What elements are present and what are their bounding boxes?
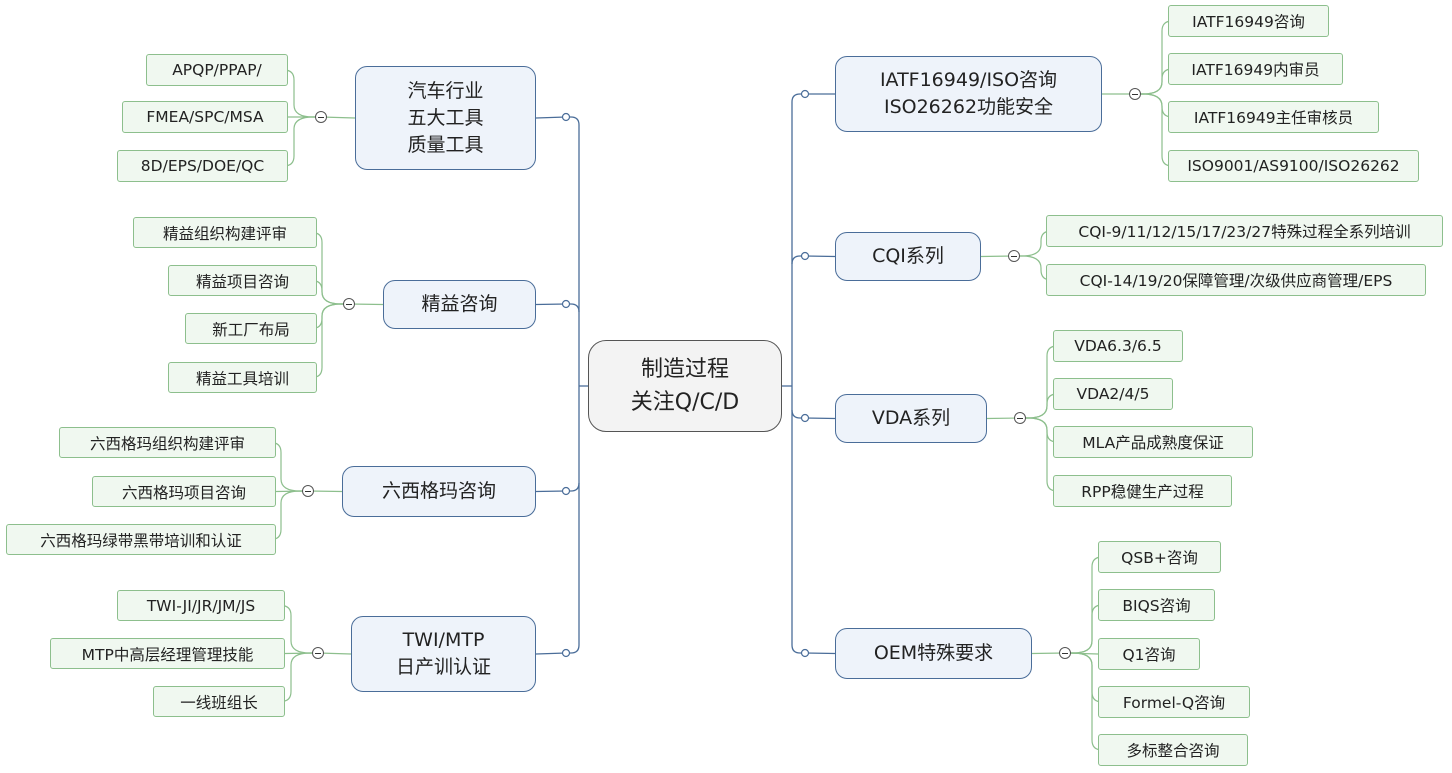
sub-connector	[283, 69, 321, 118]
subtopic-item[interactable]: 精益组织构建评审	[133, 217, 317, 248]
sub-connector	[1020, 417, 1058, 443]
sub-connector	[1020, 393, 1058, 419]
branch-label-line: OEM特殊要求	[873, 642, 994, 664]
collapse-toggle-icon[interactable]	[302, 485, 314, 497]
central-line-2: 关注Q/C/D	[630, 390, 740, 415]
subtopic-item[interactable]: MTP中高层经理管理技能	[50, 638, 285, 669]
branch-label-line: 六西格玛咨询	[381, 480, 496, 502]
branch-connector	[535, 116, 580, 126]
right-branch-2[interactable]: CQI系列	[835, 232, 981, 281]
sub-connector	[270, 490, 308, 541]
branch-connector	[535, 303, 580, 313]
subtopic-item[interactable]: 精益项目咨询	[168, 265, 317, 296]
left-branch-3[interactable]: 六西格玛咨询	[342, 466, 536, 517]
subtopic-item[interactable]: 多标整合咨询	[1098, 734, 1248, 766]
left-branch-4[interactable]: TWI/MTP 日产训认证	[351, 616, 536, 692]
right-branch-4[interactable]: OEM特殊要求	[835, 628, 1032, 679]
branch-label-line: 质量工具	[407, 133, 484, 156]
left-branch-1[interactable]: 汽车行业五大工具质量工具	[355, 66, 536, 170]
sub-connector	[280, 652, 318, 703]
subtopic-item[interactable]: 六西格玛项目咨询	[92, 476, 276, 507]
branch-dot-icon[interactable]	[800, 648, 810, 658]
central-topic[interactable]: 制造过程 关注Q/C/D	[588, 340, 782, 432]
branch-label-line: 汽车行业	[407, 79, 484, 102]
sub-connector	[283, 116, 321, 167]
branch-dot-icon[interactable]	[800, 413, 810, 423]
sub-connector	[1065, 556, 1103, 654]
collapse-toggle-icon[interactable]	[1008, 250, 1020, 262]
collapse-toggle-icon[interactable]	[1014, 412, 1026, 424]
branch-label-line: 日产训认证	[395, 656, 491, 678]
sub-connector	[1135, 20, 1173, 95]
branch-connector	[535, 644, 580, 655]
subtopic-item[interactable]: APQP/PPAP/	[146, 54, 288, 86]
subtopic-item[interactable]: RPP稳健生产过程	[1053, 475, 1232, 507]
central-line-1: 制造过程	[640, 357, 729, 382]
subtopic-item[interactable]: ISO9001/AS9100/ISO26262	[1168, 150, 1419, 182]
subtopic-item[interactable]: VDA6.3/6.5	[1053, 330, 1183, 362]
sub-connector	[1065, 652, 1103, 703]
subtopic-item[interactable]: VDA2/4/5	[1053, 378, 1173, 410]
subtopic-item[interactable]: QSB+咨询	[1098, 541, 1221, 573]
subtopic-item[interactable]: 新工厂布局	[185, 313, 317, 344]
right-branch-3[interactable]: VDA系列	[835, 394, 987, 443]
sub-connector	[1020, 417, 1058, 492]
sub-connector	[311, 231, 349, 305]
subtopic-item[interactable]: CQI-14/19/20保障管理/次级供应商管理/EPS	[1046, 264, 1426, 296]
collapse-toggle-icon[interactable]	[1129, 88, 1141, 100]
subtopic-item[interactable]: BIQS咨询	[1098, 589, 1215, 621]
branch-label-line: VDA系列	[871, 407, 951, 429]
branch-label-line: TWI/MTP	[402, 629, 485, 651]
branch-dot-icon[interactable]	[800, 89, 810, 99]
collapse-toggle-icon[interactable]	[343, 298, 355, 310]
branch-connector	[791, 409, 836, 420]
subtopic-item[interactable]: FMEA/SPC/MSA	[122, 101, 288, 133]
branch-label-line: IATF16949/ISO咨询	[879, 69, 1058, 91]
subtopic-item[interactable]: 一线班组长	[153, 686, 285, 717]
subtopic-item[interactable]: IATF16949咨询	[1168, 5, 1329, 37]
sub-connector	[280, 604, 318, 654]
branch-connector	[791, 93, 835, 103]
branch-dot-icon[interactable]	[561, 299, 571, 309]
subtopic-item[interactable]: 8D/EPS/DOE/QC	[117, 150, 288, 182]
collapse-toggle-icon[interactable]	[312, 647, 324, 659]
subtopic-item[interactable]: IATF16949主任审核员	[1168, 101, 1379, 133]
collapse-toggle-icon[interactable]	[315, 111, 327, 123]
sub-connector	[1065, 652, 1103, 751]
branch-connector	[791, 255, 836, 265]
branch-label-line: CQI系列	[872, 245, 944, 267]
subtopic-item[interactable]: MLA产品成熟度保证	[1053, 426, 1253, 458]
sub-connector	[1135, 68, 1173, 95]
branch-connector	[535, 482, 580, 493]
sub-connector	[270, 441, 308, 492]
subtopic-item[interactable]: Formel-Q咨询	[1098, 686, 1250, 718]
subtopic-item[interactable]: CQI-9/11/12/15/17/23/27特殊过程全系列培训	[1046, 215, 1443, 247]
branch-dot-icon[interactable]	[800, 251, 810, 261]
sub-connector	[1135, 93, 1173, 118]
subtopic-item[interactable]: 六西格玛绿带黑带培训和认证	[6, 524, 276, 555]
subtopic-item[interactable]: 六西格玛组织构建评审	[59, 427, 276, 458]
subtopic-item[interactable]: TWI-JI/JR/JM/JS	[117, 590, 285, 621]
branch-dot-icon[interactable]	[561, 486, 571, 496]
left-branch-2[interactable]: 精益咨询	[383, 280, 536, 329]
collapse-toggle-icon[interactable]	[1059, 647, 1071, 659]
sub-connector	[1020, 345, 1058, 419]
subtopic-item[interactable]: Q1咨询	[1098, 638, 1200, 670]
branch-label-line: 五大工具	[407, 106, 484, 129]
branch-label-line: 精益咨询	[421, 293, 498, 315]
branch-dot-icon[interactable]	[561, 112, 571, 122]
sub-connector	[1065, 604, 1103, 654]
sub-connector	[311, 303, 349, 379]
subtopic-item[interactable]: IATF16949内审员	[1168, 53, 1343, 85]
sub-connector	[1135, 93, 1173, 167]
branch-label-line: ISO26262功能安全	[883, 96, 1054, 118]
branch-dot-icon[interactable]	[561, 648, 571, 658]
right-branch-1[interactable]: IATF16949/ISO咨询 ISO26262功能安全	[835, 56, 1102, 132]
branch-connector	[791, 644, 836, 655]
subtopic-item[interactable]: 精益工具培训	[168, 362, 317, 393]
